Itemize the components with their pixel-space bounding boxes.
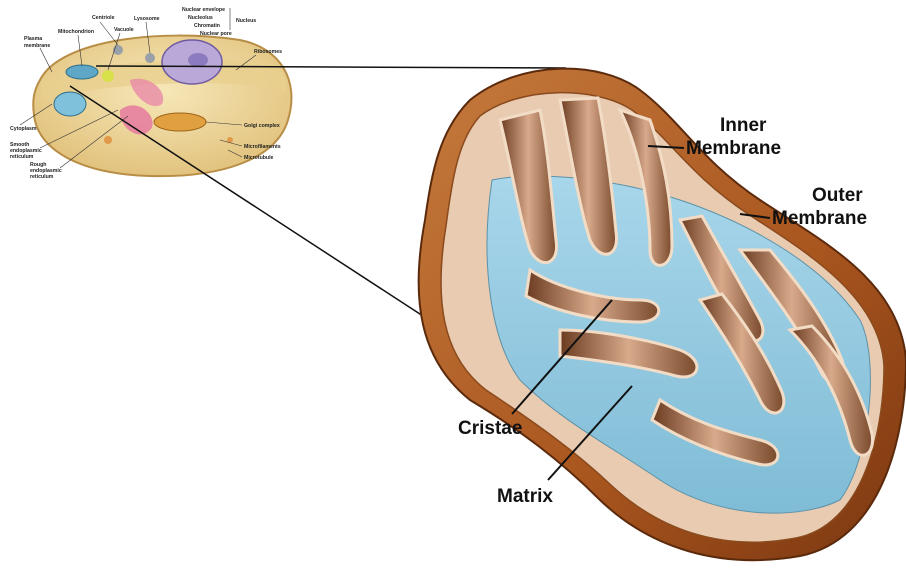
cell-label-cytoplasm: Cytoplasm: [10, 126, 37, 132]
cell-label-chromatin: Chromatin: [194, 23, 220, 29]
label-outer-membrane-1: Outer: [812, 185, 863, 206]
cell-label-nuclear-envelope: Nuclear envelope: [182, 7, 225, 13]
cell-label-plasma: Plasma: [24, 36, 42, 42]
cell-label-nucleolus: Nucleolus: [188, 15, 213, 21]
label-outer-membrane-2: Membrane: [772, 208, 867, 229]
label-cristae: Cristae: [458, 418, 522, 439]
vacuole-small-shape: [102, 70, 114, 82]
mitochondrion-shape: [66, 65, 98, 79]
cell-label-ribosomes: Ribosomes: [254, 49, 282, 55]
cell-label-plasma: membrane: [24, 43, 50, 49]
lysosome-shape: [145, 53, 155, 63]
label-inner-membrane-2: Membrane: [686, 138, 781, 159]
cell-label-nuclear-pore: Nuclear pore: [200, 31, 232, 37]
cell-label-smooth-er: reticulum: [10, 154, 34, 160]
cell-label-vacuole: Vacuole: [114, 27, 134, 33]
cell-label-microfilaments: Microfilaments: [244, 144, 281, 150]
label-inner-membrane-1: Inner: [720, 115, 767, 136]
cell-label-golgi: Golgi complex: [244, 123, 280, 129]
cell-label-mitochondrion: Mitochondrion: [58, 29, 94, 35]
cell-label-microtubule: Microtubule: [244, 155, 274, 161]
label-matrix: Matrix: [497, 486, 553, 507]
vacuole-shape: [54, 92, 86, 116]
nucleolus-shape: [188, 53, 208, 67]
cell-label-rough-er: reticulum: [30, 174, 54, 180]
cytoplasm-granule: [104, 136, 112, 144]
cell-label-centriole: Centriole: [92, 15, 115, 21]
golgi-shape: [154, 113, 206, 131]
cell-label-nucleus: Nucleus: [236, 18, 256, 24]
mitochondrion: [419, 69, 906, 561]
cell-label-lysosome: Lysosome: [134, 16, 160, 22]
